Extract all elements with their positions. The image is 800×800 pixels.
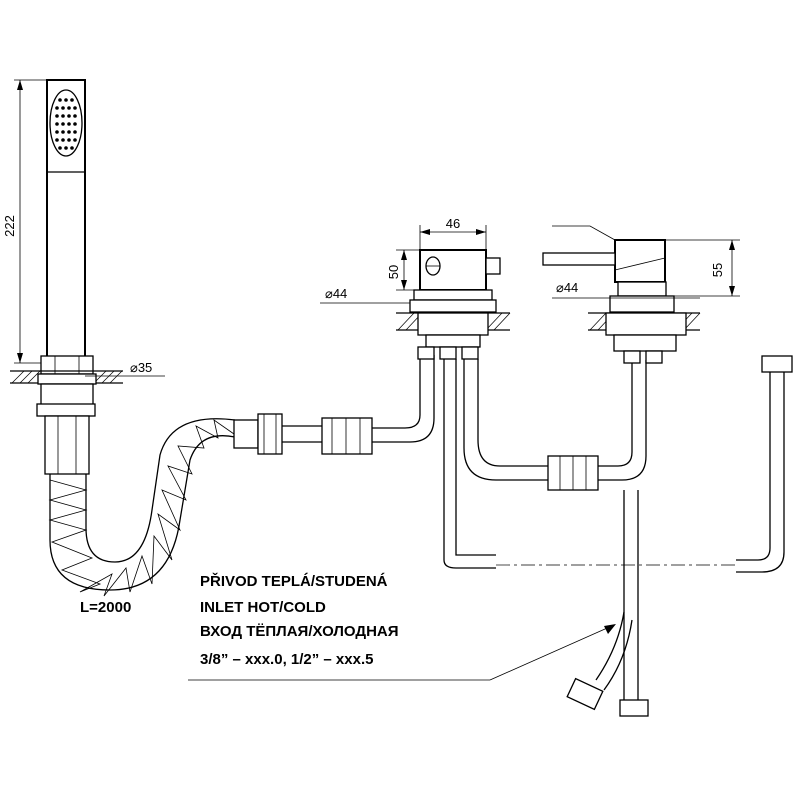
inlet-note-line2: INLET HOT/COLD xyxy=(200,599,326,616)
handshower-diameter-label: ⌀35 xyxy=(130,360,152,375)
spout-diameter-label: ⌀44 xyxy=(325,286,347,301)
diverter-body: 46 50 ⌀44 xyxy=(320,216,548,569)
mixer-diameter-label: ⌀44 xyxy=(556,280,578,295)
shower-nozzle-dots xyxy=(55,98,77,150)
pipe-coupling xyxy=(547,360,647,491)
spout-width-label: 46 xyxy=(446,216,460,231)
hose-length-label: L=2000 xyxy=(80,599,131,616)
hose-spiral xyxy=(48,419,235,597)
right-inlet-pipe xyxy=(496,355,793,573)
inlet-note-line3: ВХОД ТЁПЛАЯ/ХОЛОДНАЯ xyxy=(200,623,399,640)
inlet-note-line4: 3/8” – xxx.0, 1/2” – xxx.5 xyxy=(200,651,373,668)
hand-shower: 222 ⌀35 xyxy=(2,79,165,475)
shower-hose: L=2000 xyxy=(48,355,435,616)
spout-height-label: 50 xyxy=(386,265,401,279)
inlet-note: PŘIVOD TEPLÁ/STUDENÁ INLET HOT/COLD ВХОД… xyxy=(188,572,616,681)
mixer-height-label: 55 xyxy=(710,263,725,277)
leader-arrow xyxy=(604,624,616,634)
mixer-body: 55 ⌀44 xyxy=(542,225,740,717)
handshower-height-label: 222 xyxy=(2,215,17,237)
inlet-note-line1: PŘIVOD TEPLÁ/STUDENÁ xyxy=(200,572,388,590)
